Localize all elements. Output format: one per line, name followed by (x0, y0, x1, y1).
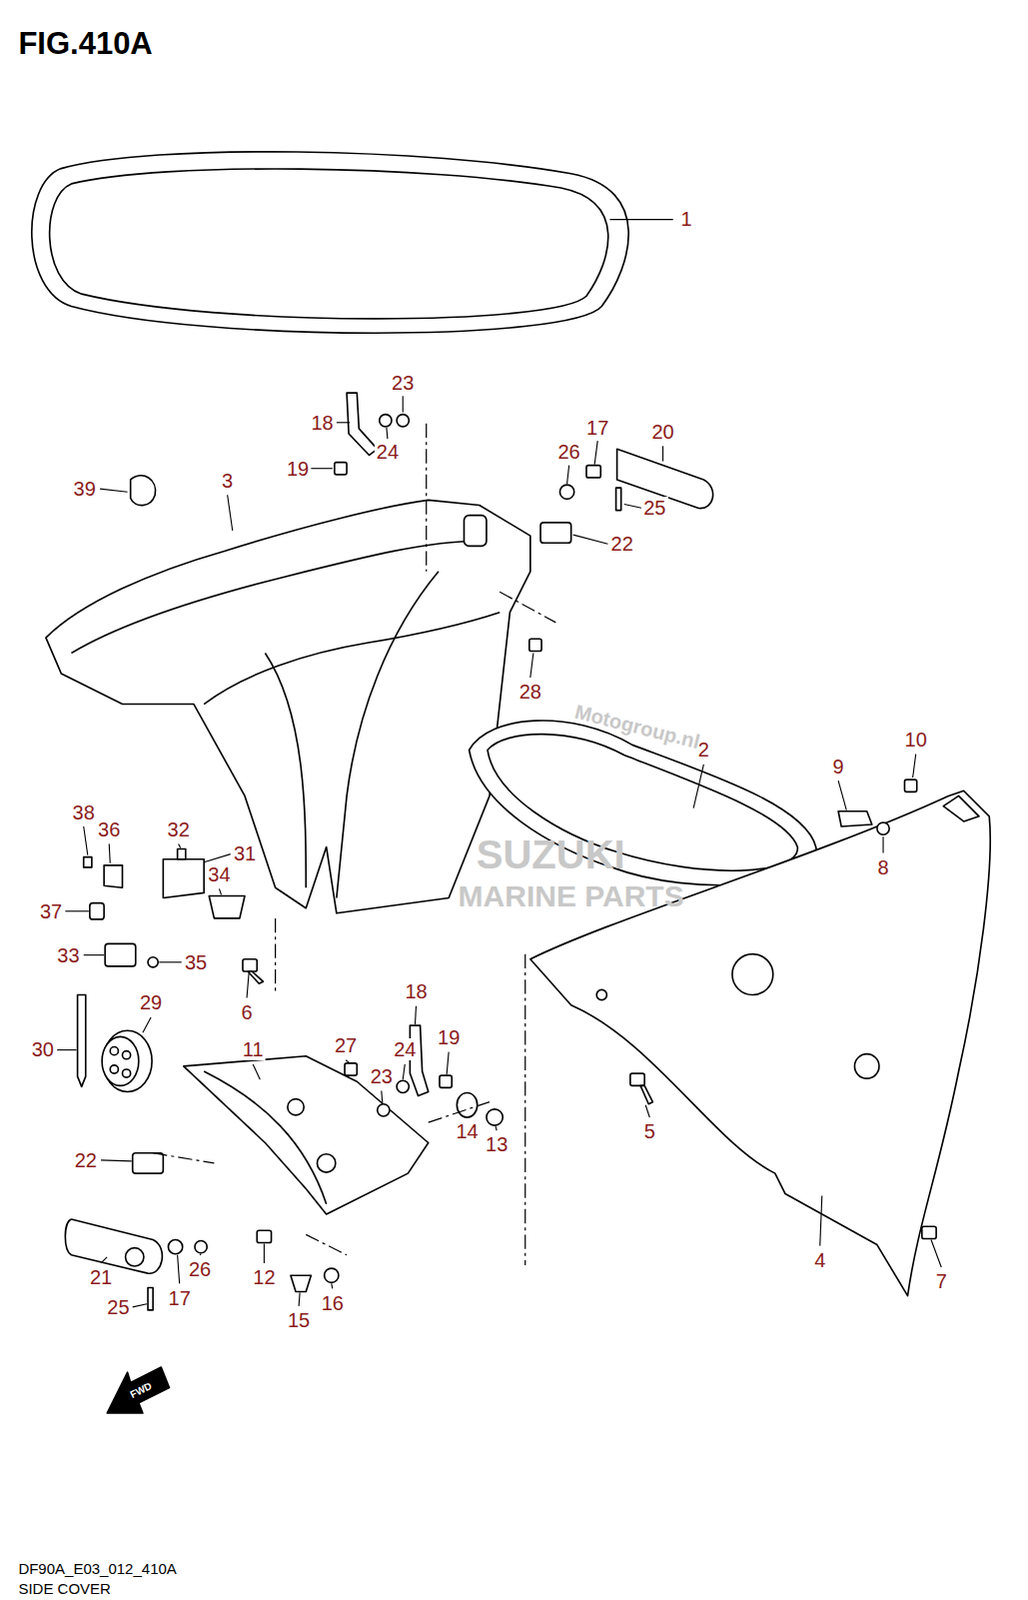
callout-number: 14 (453, 1119, 480, 1142)
callout-number: 8 (875, 856, 891, 879)
leader-line (645, 1104, 650, 1117)
callout-number: 20 (649, 420, 676, 443)
leader-line (402, 395, 404, 412)
leader-line (530, 653, 534, 679)
leader-line (56, 1048, 76, 1050)
callout-number: 30 (29, 1037, 56, 1060)
callout-number: 13 (483, 1132, 510, 1155)
callout-number: 3 (219, 469, 235, 492)
callout-number: 23 (389, 371, 416, 394)
callout-number: 34 (205, 863, 232, 886)
leader-line (203, 854, 231, 863)
leader-line (83, 826, 88, 856)
leader-line (931, 1238, 942, 1267)
callout-number: 26 (556, 440, 583, 463)
callout-number: 19 (435, 1026, 462, 1048)
callout-number: 31 (231, 842, 258, 865)
callout-number: 25 (104, 1295, 131, 1318)
callout-number: 28 (517, 680, 544, 703)
callout-number: 9 (831, 755, 847, 778)
callout-number: 22 (609, 532, 636, 555)
watermark: MARINE PARTS (458, 879, 685, 913)
leader-line (331, 1282, 333, 1288)
leader-line (177, 1254, 180, 1284)
callout-number: 27 (332, 1033, 359, 1056)
callout-number: 17 (166, 1286, 193, 1309)
leader-line (178, 843, 181, 848)
leader-line (252, 1063, 260, 1079)
callout-number: 6 (238, 1001, 254, 1024)
callout-number: 24 (374, 440, 401, 463)
leader-line (336, 421, 350, 423)
leader-line (466, 1116, 468, 1118)
callout-number: 32 (165, 818, 192, 841)
leader-line (838, 780, 847, 811)
callout-number: 5 (642, 1119, 658, 1142)
callout-number: 22 (72, 1148, 99, 1171)
callout-number: 12 (250, 1265, 277, 1288)
leader-line (83, 954, 104, 956)
leader-line (573, 534, 609, 544)
drawing-code: DF90A_E03_012_410A (17, 1560, 176, 1578)
callout-number: 37 (37, 900, 64, 923)
callout-number: 23 (368, 1064, 395, 1087)
callout-number: 25 (641, 496, 668, 519)
leader-line (100, 1256, 107, 1263)
leader-line (693, 764, 704, 809)
callout-number: 21 (87, 1265, 114, 1288)
callout-number: 17 (584, 416, 611, 439)
leader-line (609, 218, 673, 220)
figure-caption: SIDE COVER (17, 1580, 111, 1598)
callout-number: 26 (186, 1257, 213, 1280)
leader-line (218, 888, 221, 895)
leader-line (913, 754, 917, 778)
leader-line (414, 1006, 416, 1025)
callout-number: 29 (137, 991, 164, 1014)
watermark: SUZUKI (476, 832, 626, 877)
figure-title: FIG.410A (17, 26, 152, 61)
leader-line (199, 1253, 201, 1255)
callout-number: 35 (182, 951, 209, 974)
callout-number: 1 (678, 207, 694, 230)
callout-number: 38 (70, 801, 97, 824)
leader-line (246, 973, 249, 999)
callout-number: 19 (284, 457, 311, 480)
leader-line (820, 1195, 823, 1246)
leader-line (132, 1303, 147, 1307)
leader-line (882, 836, 884, 853)
leader-line (662, 445, 664, 461)
leader-line (594, 440, 598, 464)
leader-line (402, 1063, 405, 1079)
leader-line (108, 843, 110, 863)
callout-number: 24 (391, 1037, 418, 1060)
callout-number: 36 (95, 818, 122, 841)
leader-line (263, 1243, 265, 1263)
leader-line (495, 1125, 497, 1130)
callout-number: 33 (54, 944, 81, 967)
leader-line (624, 503, 643, 508)
callout-number: 4 (812, 1248, 828, 1271)
callout-number: 10 (903, 728, 930, 751)
leader-line (100, 1159, 132, 1161)
callout-number: 15 (285, 1308, 312, 1331)
callout-number: 39 (71, 477, 98, 500)
leader-line (227, 494, 233, 531)
leader-line (142, 1017, 151, 1032)
leader-line (310, 467, 332, 469)
leader-line (386, 427, 388, 439)
leader-line (158, 961, 181, 963)
leader-line (345, 1059, 350, 1063)
callout-number: 18 (402, 980, 429, 1003)
leader-line (381, 1089, 383, 1102)
callout-number: 16 (319, 1291, 346, 1314)
leader-line (567, 465, 570, 484)
callout-number: 18 (308, 411, 335, 434)
leader-line (99, 488, 128, 492)
callout-number: 7 (934, 1269, 950, 1292)
leader-line (298, 1292, 300, 1306)
leader-line (64, 910, 88, 912)
leader-line (446, 1051, 449, 1074)
callout-number: 11 (240, 1037, 266, 1060)
